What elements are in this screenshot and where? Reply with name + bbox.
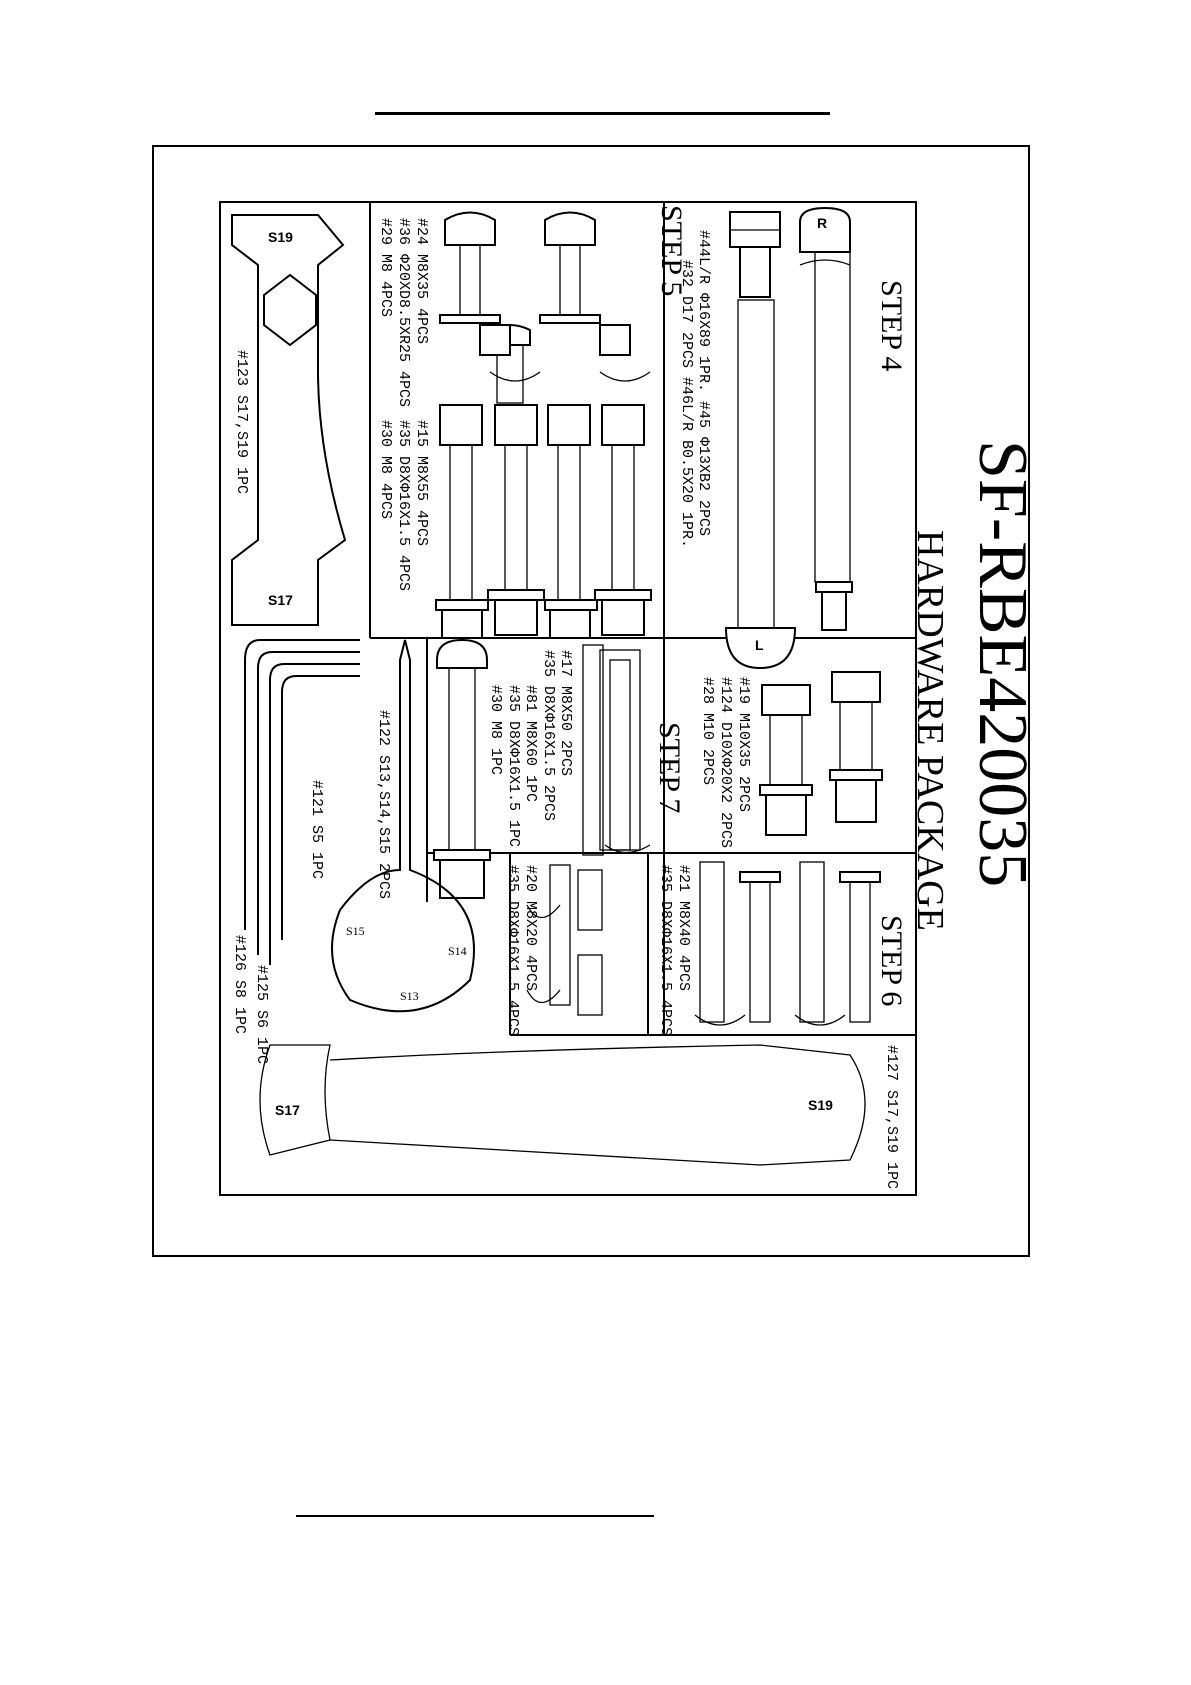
- tag-s17-b: S17: [275, 1102, 300, 1118]
- header-rule: [375, 112, 830, 115]
- step5b-line1: #15 M8X55 4PCS: [413, 420, 430, 546]
- step7-line5: #30 M8 1PC: [487, 685, 504, 775]
- tool-125-label: #125 S6 1PC: [253, 965, 270, 1064]
- step4b-drawings: [759, 671, 883, 836]
- wrench-123: S19 S17: [231, 214, 347, 626]
- step4b-line3: #28 M10 2PCS: [699, 677, 716, 785]
- step4b-line2: #124 D10XΦ20X2 2PCS: [717, 677, 734, 848]
- step5a-line3: #29 M8 4PCS: [377, 218, 394, 317]
- subtitle-group: HARDWARE PACKAGE: [909, 530, 951, 931]
- step5a-line1: #24 M8X35 4PCS: [413, 218, 430, 344]
- step7-label: STEP 7: [653, 722, 686, 813]
- tag-s17-a: S17: [268, 592, 293, 608]
- step6-line2: #35 D8XΦ16X1.5 4PCS: [657, 865, 674, 1036]
- outer-frame: [152, 145, 1030, 1257]
- step4b-line1: #19 M10X35 2PCS: [735, 677, 752, 812]
- tool-123-label: #123 S17,S19 1PC: [233, 350, 250, 494]
- tag-s19-b: S19: [808, 1097, 833, 1113]
- title-group: SF-RBE420035: [964, 440, 1041, 887]
- wrench-127: S17 S19: [259, 1044, 866, 1166]
- hex-keys: [244, 639, 360, 965]
- step6-drawings: [694, 861, 881, 1026]
- tag-s15: S15: [346, 924, 365, 938]
- tag-l: L: [755, 637, 764, 653]
- step5b-line3: #30 M8 4PCS: [377, 420, 394, 519]
- step6-line1: #21 M8X40 4PCS: [675, 865, 692, 991]
- step7b-drawings: [526, 864, 603, 1016]
- tool-122-label: #122 S13,S14,S15 2PCS: [375, 710, 392, 899]
- step6-label: STEP 6: [875, 915, 908, 1006]
- step7b-line1: #20 M8X20 4PCS: [522, 865, 539, 991]
- step4-line1: #44L/R Φ16X89 1PR. #45 Φ13XB2 2PCS: [695, 230, 712, 536]
- step7-line2: #35 D8XΦ16X1.5 2PCS: [540, 650, 557, 821]
- footer-rule: [296, 1515, 654, 1517]
- step4-line2: #32 D17 2PCS #46L/R B0.5X20 1PR.: [678, 260, 695, 548]
- step7-line3: #81 M8X60 1PC: [522, 685, 539, 802]
- tool-127-label: #127 S17,S19 1PC: [883, 1045, 900, 1189]
- step4-drawings: R L: [724, 206, 853, 670]
- step7b-line2: #35 D8XΦ16X1.5 4PCS: [504, 865, 521, 1036]
- step7-line4: #35 D8XΦ16X1.5 1PC: [505, 685, 522, 847]
- spanner-122: S15 S14 S13: [331, 639, 475, 1013]
- step5a-line2: #36 Φ20XD8.5XR25 4PCS: [395, 218, 412, 407]
- step7-drawings: [433, 638, 651, 899]
- tag-s13: S13: [400, 989, 419, 1003]
- step5b-line2: #35 D8XΦ16X1.5 4PCS: [395, 420, 412, 591]
- tag-s14: S14: [448, 944, 467, 958]
- tag-r: R: [817, 215, 827, 231]
- subtitle: HARDWARE PACKAGE: [909, 530, 951, 931]
- step7-line1: #17 M8X50 2PCS: [557, 650, 574, 776]
- tool-121-label: #121 S5 1PC: [308, 780, 325, 879]
- tool-126-label: #126 S8 1PC: [231, 935, 248, 1034]
- step4-label: STEP 4: [875, 280, 908, 371]
- title: SF-RBE420035: [964, 440, 1041, 887]
- step5-drawings: [435, 211, 652, 639]
- tag-s19-a: S19: [268, 229, 293, 245]
- step5-label: STEP 5: [655, 205, 688, 296]
